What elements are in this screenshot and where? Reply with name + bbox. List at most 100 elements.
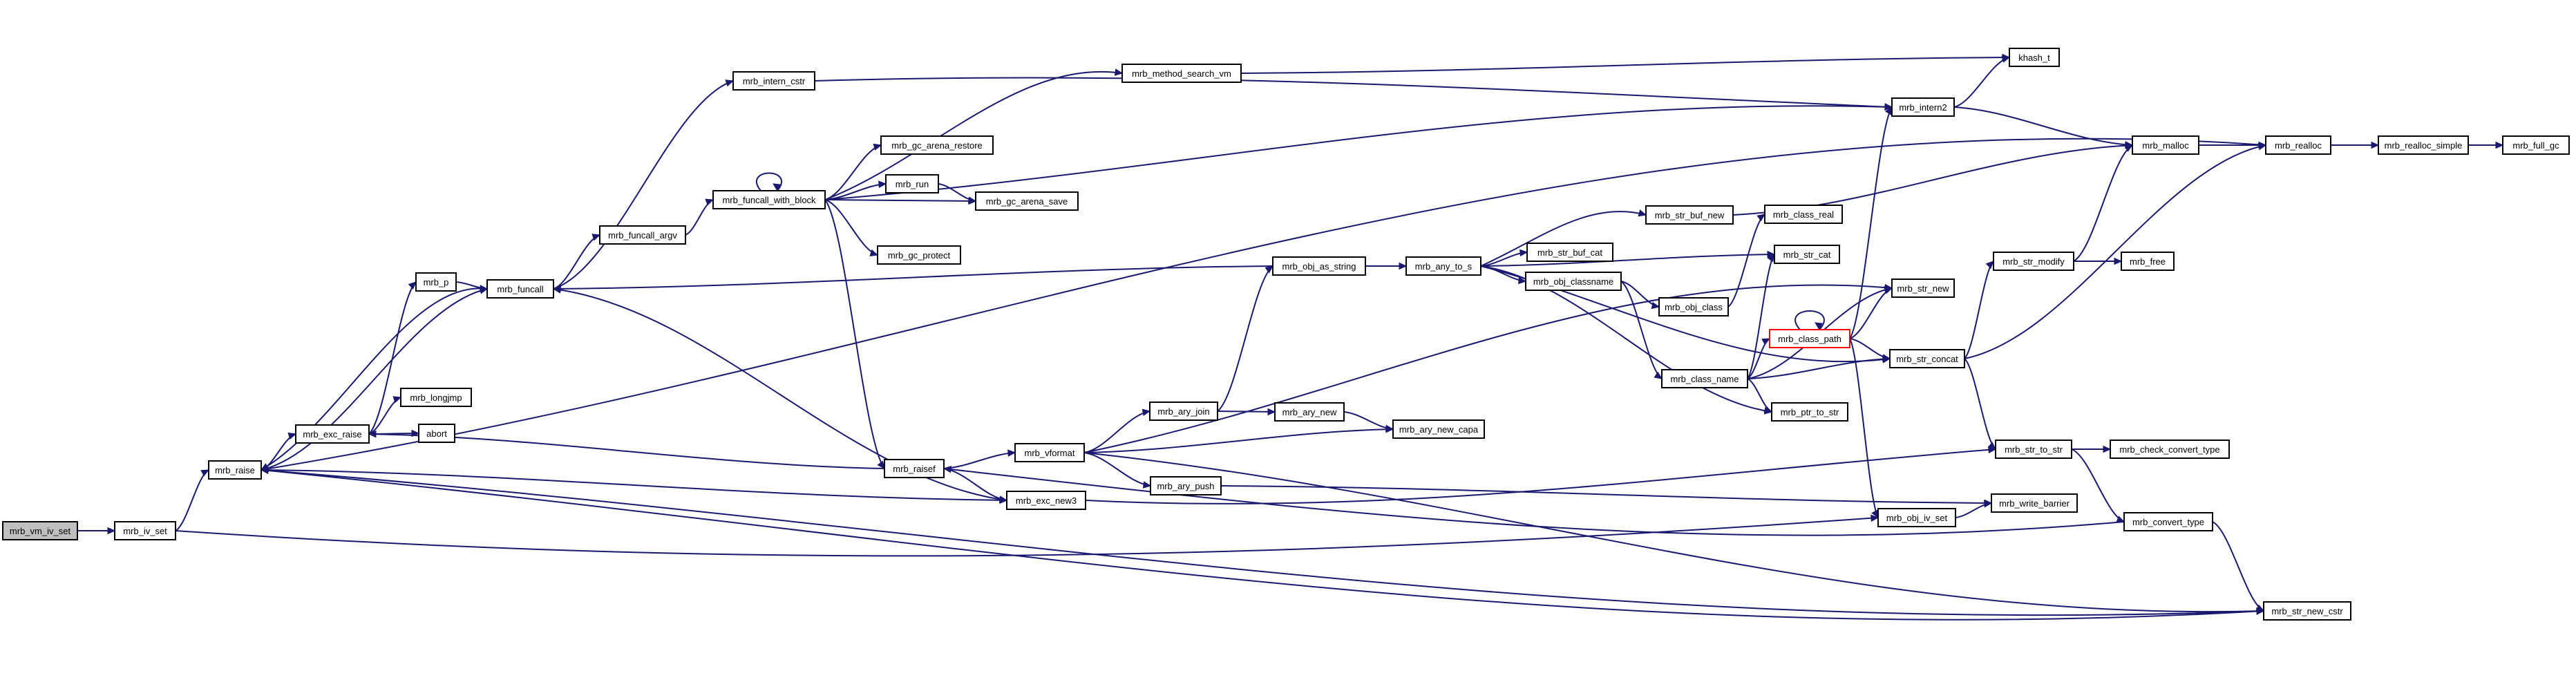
node-label: mrb_gc_protect (888, 250, 951, 261)
node-label: mrb_exc_new3 (1016, 495, 1077, 506)
node-label: mrb_ary_push (1157, 481, 1214, 491)
node-label: mrb_convert_type (2132, 517, 2204, 527)
edge-mrb-funcall-with-block-to-mrb-gc-arena-save (824, 197, 977, 205)
node-label: mrb_str_new_cstr (2271, 606, 2343, 616)
node-label: mrb_obj_iv_set (1886, 513, 1948, 523)
node-mrb-vm-iv-set[interactable]: mrb_vm_iv_set (2, 521, 78, 540)
node-mrb-funcall[interactable]: mrb_funcall (486, 279, 554, 299)
node-mrb-class-name[interactable]: mrb_class_name (1661, 369, 1748, 388)
node-mrb-ptr-to-str[interactable]: mrb_ptr_to_str (1771, 402, 1848, 422)
node-label: mrb_str_buf_new (1655, 210, 1725, 220)
node-mrb-run[interactable]: mrb_run (885, 174, 939, 193)
node-box (885, 174, 939, 193)
node-mrb-funcall-with-block[interactable]: mrb_funcall_with_block (712, 190, 826, 209)
node-box (486, 279, 554, 299)
node-label: mrb_free (2130, 256, 2166, 267)
node-label: mrb_str_concat (1896, 354, 1958, 364)
node-box (2123, 512, 2213, 531)
node-mrb-str-new-cstr[interactable]: mrb_str_new_cstr (2263, 601, 2351, 621)
node-mrb-realloc[interactable]: mrb_realloc (2265, 135, 2331, 155)
edge-mrb-obj-classname-to-mrb-class-name (1620, 281, 1663, 379)
node-mrb-iv-set[interactable]: mrb_iv_set (114, 521, 176, 540)
node-abort[interactable]: abort (418, 424, 455, 443)
node-mrb-full-gc[interactable]: mrb_full_gc (2502, 135, 2570, 155)
node-mrb-longjmp[interactable]: mrb_longjmp (400, 388, 472, 407)
node-mrb-str-cat[interactable]: mrb_str_cat (1774, 245, 1840, 264)
node-mrb-convert-type[interactable]: mrb_convert_type (2123, 512, 2213, 531)
node-mrb-ary-new-capa[interactable]: mrb_ary_new_capa (1392, 419, 1485, 439)
edge-mrb-obj-class-to-mrb-class-real (1727, 214, 1765, 308)
node-mrb-class-path[interactable]: mrb_class_path (1769, 329, 1850, 348)
edge-mrb-funcall-to-mrb-intern-cstr (553, 79, 735, 290)
node-mrb-gc-arena-restore[interactable]: mrb_gc_arena_restore (880, 135, 994, 155)
node-mrb-method-search-vm[interactable]: mrb_method_search_vm (1121, 64, 1242, 83)
node-box (1121, 64, 1242, 83)
node-mrb-str-buf-cat[interactable]: mrb_str_buf_cat (1526, 243, 1613, 262)
node-label: mrb_any_to_s (1415, 261, 1472, 272)
edge-mrb-any-to-s-to-mrb-obj-classname (1480, 265, 1527, 285)
node-mrb-malloc[interactable]: mrb_malloc (2132, 135, 2199, 155)
node-mrb-obj-class[interactable]: mrb_obj_class (1658, 297, 1729, 317)
node-mrb-free[interactable]: mrb_free (2121, 252, 2175, 271)
node-box (877, 245, 961, 265)
node-label: mrb_realloc (2275, 140, 2322, 151)
node-mrb-intern2[interactable]: mrb_intern2 (1891, 97, 1955, 117)
edge-mrb-obj-classname-to-mrb-obj-class (1620, 281, 1660, 310)
node-label: mrb_obj_as_string (1282, 261, 1356, 272)
node-khash-t[interactable]: khash_t (2009, 48, 2060, 67)
node-label: mrb_vm_iv_set (10, 526, 71, 536)
node-mrb-vformat[interactable]: mrb_vformat (1014, 443, 1085, 462)
edge-mrb-str-to-str-to-mrb-check-convert-type (2071, 445, 2112, 453)
edge-mrb-vformat-to-mrb-ary-new-capa (1083, 425, 1394, 453)
edge-mrb-exc-new3-to-mrb-str-to-str (1085, 446, 1997, 504)
node-mrb-check-convert-type[interactable]: mrb_check_convert_type (2110, 440, 2230, 459)
node-mrb-obj-classname[interactable]: mrb_obj_classname (1525, 272, 1622, 291)
node-mrb-str-to-str[interactable]: mrb_str_to_str (1995, 440, 2072, 459)
node-box (1392, 419, 1485, 439)
node-mrb-obj-iv-set[interactable]: mrb_obj_iv_set (1877, 508, 1956, 527)
node-box (1149, 402, 1218, 421)
edge-mrb-vformat-to-mrb-ary-push (1083, 452, 1152, 489)
node-label: khash_t (2018, 53, 2050, 63)
node-label: mrb_str_buf_cat (1537, 247, 1602, 258)
node-box (1272, 256, 1366, 276)
node-mrb-write-barrier[interactable]: mrb_write_barrier (1991, 493, 2078, 513)
node-mrb-str-new[interactable]: mrb_str_new (1891, 278, 1955, 298)
node-mrb-p[interactable]: mrb_p (415, 272, 457, 292)
node-box (1526, 243, 1613, 262)
node-mrb-exc-raise[interactable]: mrb_exc_raise (295, 424, 370, 444)
edge-mrb-vm-iv-set-to-mrb-iv-set (77, 527, 116, 535)
node-box (1150, 476, 1222, 495)
node-mrb-ary-new[interactable]: mrb_ary_new (1274, 402, 1345, 422)
node-box (1877, 508, 1956, 527)
node-mrb-ary-join[interactable]: mrb_ary_join (1149, 402, 1218, 421)
node-mrb-class-real[interactable]: mrb_class_real (1764, 205, 1843, 224)
node-mrb-str-modify[interactable]: mrb_str_modify (1993, 252, 2074, 271)
node-mrb-realloc-simple[interactable]: mrb_realloc_simple (2378, 135, 2469, 155)
node-mrb-str-concat[interactable]: mrb_str_concat (1889, 349, 1965, 368)
edge-mrb-iv-set-to-mrb-raise (175, 469, 210, 531)
node-mrb-funcall-argv[interactable]: mrb_funcall_argv (599, 225, 686, 245)
node-mrb-str-buf-new[interactable]: mrb_str_buf_new (1645, 205, 1734, 225)
node-label: mrb_write_barrier (1999, 498, 2070, 509)
node-label: mrb_method_search_vm (1132, 68, 1231, 79)
node-mrb-gc-arena-save[interactable]: mrb_gc_arena_save (975, 191, 1079, 211)
node-label: mrb_str_new (1897, 283, 1949, 294)
node-mrb-ary-push[interactable]: mrb_ary_push (1150, 476, 1222, 495)
node-mrb-intern-cstr[interactable]: mrb_intern_cstr (732, 71, 815, 91)
edge-mrb-str-to-str-to-mrb-convert-type (2071, 448, 2125, 523)
edge-mrb-str-concat-to-mrb-str-modify (1964, 261, 1994, 359)
edge-mrb-str-concat-to-mrb-str-to-str (1964, 358, 1996, 450)
node-label: mrb_class_name (1671, 374, 1739, 384)
node-mrb-gc-protect[interactable]: mrb_gc_protect (877, 245, 961, 265)
node-label: mrb_exc_raise (303, 429, 361, 440)
node-box (880, 135, 994, 155)
node-mrb-obj-as-string[interactable]: mrb_obj_as_string (1272, 256, 1366, 276)
node-mrb-raisef[interactable]: mrb_raisef (884, 459, 945, 478)
node-mrb-raise[interactable]: mrb_raise (208, 460, 262, 480)
call-graph-nodes: mrb_vm_iv_set mrb_iv_set mrb_raise mrb_exc_… (2, 48, 2570, 621)
node-mrb-exc-new3[interactable]: mrb_exc_new3 (1006, 491, 1086, 510)
node-mrb-any-to-s[interactable]: mrb_any_to_s (1405, 256, 1481, 276)
edge-mrb-class-name-to-mrb-class-path (1747, 338, 1771, 379)
edge-mrb-funcall-argv-to-mrb-funcall-with-block (685, 198, 714, 236)
